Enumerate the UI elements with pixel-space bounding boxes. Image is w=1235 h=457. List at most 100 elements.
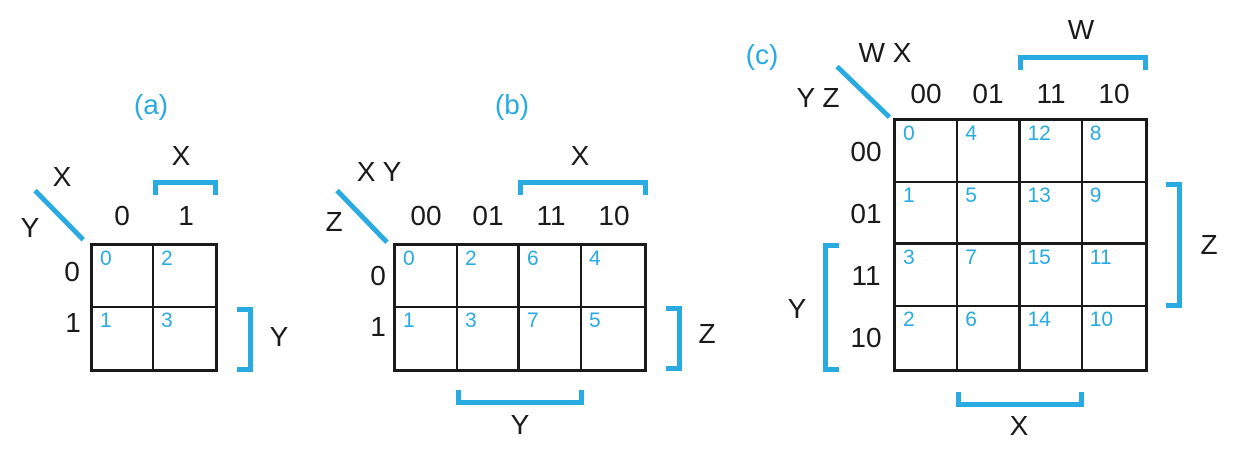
cell-minterm-number: 7 — [527, 308, 539, 332]
kmap-b-right-bracket — [666, 306, 682, 371]
kmap-c-right-bracket-label: Z — [1200, 229, 1218, 260]
kmap-cell: 6 — [958, 307, 1021, 369]
cell-minterm-number: 13 — [1027, 184, 1051, 207]
kmap-cell: 8 — [1082, 121, 1145, 183]
kmap-cell: 3 — [896, 245, 959, 307]
kmap-b-bottom-bracket-label: Y — [510, 409, 530, 440]
kmap-cell: 14 — [1021, 307, 1083, 369]
kmap-c-row-header: 00 — [850, 136, 882, 167]
kmap-a-corner-row-variable: Y — [20, 212, 40, 243]
cell-minterm-number: 3 — [465, 308, 477, 332]
kmap-cell: 13 — [1020, 183, 1083, 245]
kmap-cell: 5 — [958, 183, 1021, 245]
kmap-cell: 0 — [896, 121, 959, 183]
kmap-cell: 2 — [896, 307, 959, 369]
cell-minterm-number: 3 — [161, 308, 173, 332]
kmap-b-caption: (b) — [494, 89, 530, 120]
cell-minterm-number: 0 — [100, 247, 112, 270]
kmap-c-grid: 0 4 12 8 1 5 13 9 3 7 15 11 2 6 14 10 — [893, 118, 1148, 372]
kmap-cell: 3 — [154, 308, 215, 370]
kmap-cell: 1 — [896, 183, 959, 245]
kmap-b-right-bracket-label: Z — [698, 318, 716, 349]
kmap-a-col-header: 0 — [114, 200, 130, 231]
kmap-b-top-bracket — [518, 180, 648, 195]
cell-minterm-number: 1 — [403, 308, 415, 332]
cell-minterm-number: 3 — [903, 246, 915, 269]
kmap-cell: 3 — [458, 307, 520, 369]
kmap-b-top-bracket-label: X — [570, 140, 590, 171]
kmap-cell: 15 — [1020, 245, 1083, 307]
kmap-a-col-header: 1 — [178, 200, 194, 231]
cell-minterm-number: 7 — [965, 246, 977, 269]
cell-minterm-number: 5 — [965, 184, 977, 207]
kmap-cell: 0 — [93, 246, 154, 308]
kmap-c-top-bracket-label: W — [1067, 14, 1095, 45]
kmap-c-left-bracket — [823, 243, 839, 372]
cell-minterm-number: 12 — [1027, 122, 1051, 145]
kmap-cell: 7 — [958, 245, 1021, 307]
kmap-c-row-header: 10 — [850, 322, 882, 353]
kmap-b-col-header: 11 — [536, 200, 566, 231]
kmap-c-caption: (c) — [745, 39, 779, 70]
kmap-cell: 2 — [458, 246, 520, 308]
kmap-b-corner-row-variable: Z — [325, 206, 343, 237]
kmap-a-top-bracket — [153, 180, 218, 195]
cell-minterm-number: 0 — [403, 247, 415, 270]
kmap-c-top-bracket — [1018, 55, 1148, 70]
kmap-a-row-header: 0 — [64, 256, 80, 287]
kmap-cell: 0 — [396, 246, 458, 308]
kmap-c-corner-row-variables: Y Z — [796, 82, 840, 113]
kmap-b-col-header: 01 — [472, 200, 504, 231]
cell-minterm-number: 2 — [161, 247, 173, 270]
kmap-cell: 4 — [582, 246, 644, 308]
kmap-c-row-header: 01 — [850, 198, 882, 229]
kmap-cell: 6 — [520, 246, 582, 308]
cell-minterm-number: 1 — [100, 308, 112, 332]
kmap-cell: 9 — [1082, 183, 1145, 245]
kmap-cell: 2 — [154, 246, 215, 308]
kmap-a-corner-column-variable: X — [52, 161, 72, 192]
kmap-cell: 5 — [582, 308, 644, 370]
kmap-b-grid: 0 2 6 4 1 3 7 5 — [393, 243, 647, 372]
kmap-a-caption: (a) — [133, 89, 169, 120]
kmap-c-bottom-bracket-label: X — [1009, 410, 1029, 441]
kmap-c-left-bracket-label: Y — [787, 293, 807, 324]
kmap-c-corner-column-variables: W X — [858, 37, 912, 68]
kmap-c-col-header: 00 — [910, 78, 942, 109]
kmap-a-right-bracket-label: Y — [269, 321, 289, 352]
cell-minterm-number: 2 — [465, 247, 477, 270]
kmap-a-grid: 0 2 1 3 — [90, 243, 218, 372]
cell-minterm-number: 14 — [1027, 308, 1051, 331]
kmap-c-bottom-bracket — [956, 392, 1084, 407]
cell-minterm-number: 2 — [903, 308, 915, 331]
cell-minterm-number: 1 — [903, 184, 915, 207]
kmap-cell: 1 — [396, 307, 458, 369]
kmap-cell: 12 — [1020, 121, 1083, 183]
kmap-cell: 4 — [958, 121, 1021, 183]
kmap-c-col-header: 11 — [1036, 78, 1066, 109]
kmap-c-col-header: 01 — [972, 78, 1004, 109]
cell-minterm-number: 0 — [903, 122, 915, 145]
kmap-b-row-header: 0 — [370, 260, 386, 291]
kmap-cell: 10 — [1083, 307, 1145, 369]
cell-minterm-number: 11 — [1089, 246, 1112, 269]
kmap-a-top-bracket-label: X — [171, 140, 191, 171]
kmap-c-right-bracket — [1166, 182, 1182, 308]
cell-minterm-number: 8 — [1089, 122, 1102, 145]
cell-minterm-number: 15 — [1027, 246, 1051, 269]
cell-minterm-number: 6 — [527, 247, 539, 270]
cell-minterm-number: 5 — [589, 308, 601, 332]
kmap-b-row-header: 1 — [370, 311, 386, 342]
kmap-cell: 7 — [520, 307, 582, 369]
kmap-c-col-header: 10 — [1098, 78, 1130, 109]
kmap-cell: 11 — [1082, 245, 1145, 307]
kmap-a-right-bracket — [237, 307, 253, 372]
kmap-b-col-header: 00 — [410, 200, 442, 231]
cell-minterm-number: 6 — [965, 308, 977, 331]
kmap-b-corner-column-variables: X Y — [356, 156, 402, 187]
cell-minterm-number: 10 — [1089, 308, 1114, 331]
kmap-cell: 1 — [93, 307, 154, 369]
kmap-a-row-header: 1 — [65, 307, 81, 338]
cell-minterm-number: 4 — [965, 122, 977, 145]
